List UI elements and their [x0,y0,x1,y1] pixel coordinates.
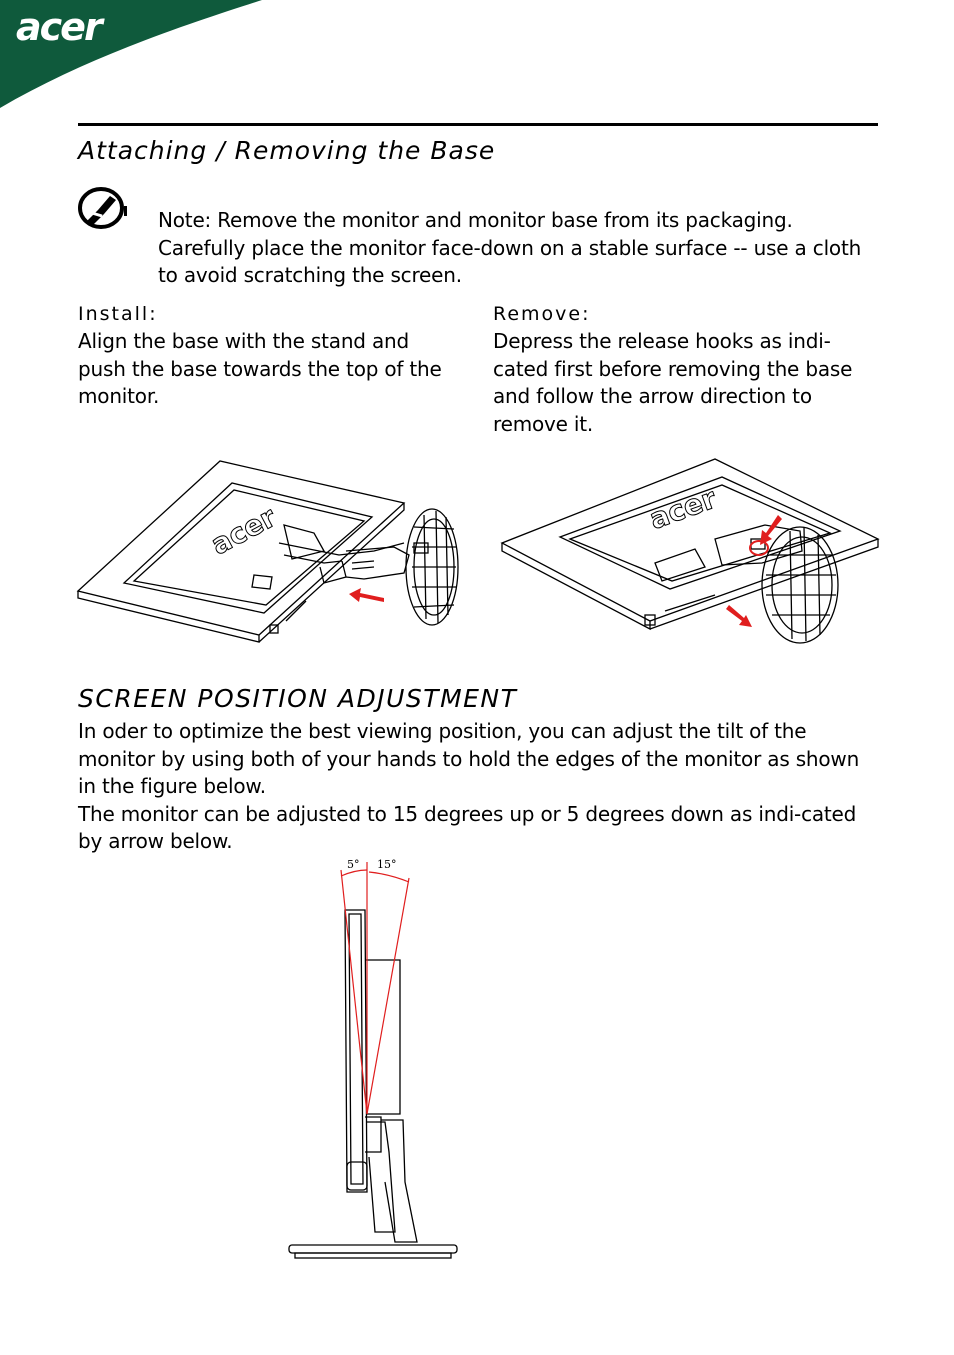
angle-5-label: 5° [347,858,360,871]
install-block: Install: Align the base with the stand a… [78,301,458,411]
remove-label: Remove: [493,303,591,325]
install-text: Align the base with the stand and push t… [78,329,442,408]
angle-15-label: 15° [377,858,397,871]
packaging-note: Note: Remove the monitor and monitor bas… [158,208,862,287]
section-title-base: Attaching / Removing the Base [78,136,496,165]
header-rule [78,123,878,126]
acer-header-band: acer [0,0,262,108]
note-pen-icon [78,187,127,229]
remove-block: Remove: Depress the release hooks as ind… [493,301,883,438]
screen-adjust-text: In oder to optimize the best viewing pos… [78,718,878,856]
degrees-paragraph: The monitor can be adjusted to 15 degree… [78,801,857,854]
install-figure-logo: acer [206,500,282,561]
remove-arrow-down-icon [760,515,782,545]
install-figure: acer [76,460,459,643]
tilt-figure: 5° 15° [288,858,458,1259]
install-arrow-icon [349,588,384,602]
remove-arrow-right-icon [726,605,752,627]
tilt-paragraph: In oder to optimize the best viewing pos… [78,719,860,798]
remove-text: Depress the release hooks as indi-cated … [493,329,853,436]
section-title-screen: SCREEN POSITION ADJUSTMENT [78,684,518,713]
acer-logo: acer [16,5,105,49]
remove-figure-logo: acer [645,482,721,536]
install-label: Install: [78,303,158,325]
remove-figure: acer [500,458,880,644]
